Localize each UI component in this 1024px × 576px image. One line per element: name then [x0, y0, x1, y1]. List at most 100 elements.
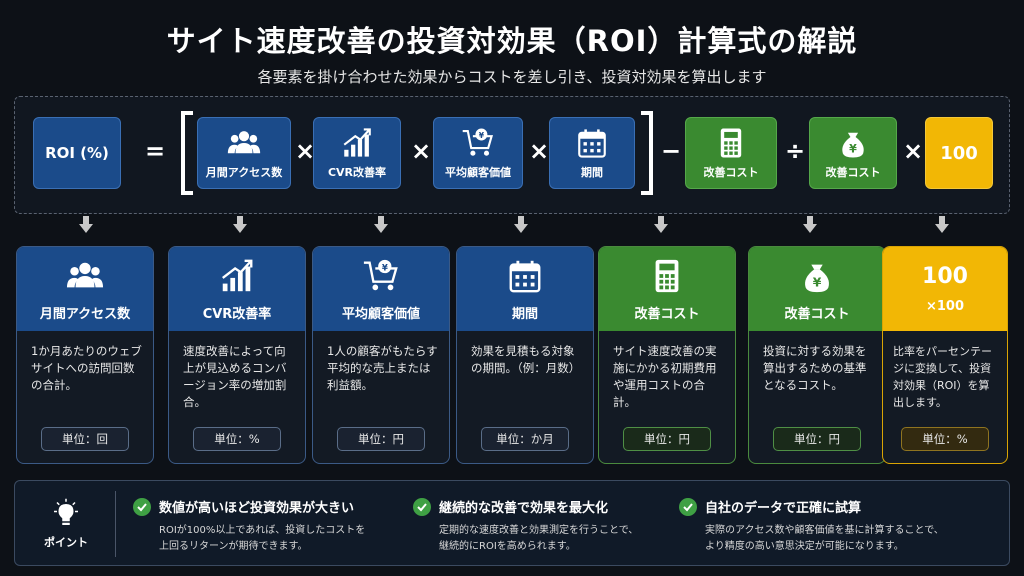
card-description: 1人の顧客がもたらす平均的な売上または利益額。 [327, 344, 438, 392]
users-icon [66, 262, 104, 287]
card-title: 改善コスト [634, 306, 700, 322]
divider [115, 491, 116, 557]
card-subtitle: ×100 [925, 299, 965, 314]
calculator-icon [655, 259, 679, 292]
roi-box: ROI (%) [33, 117, 121, 189]
points-label: ポイント [44, 536, 88, 549]
card-title: 月間アクセス数 [39, 306, 131, 322]
card-title: 改善コスト [784, 306, 850, 322]
formula-label: 改善コスト [825, 166, 881, 179]
point-item: 自社のデータで正確に試算 実際のアクセス数や顧客価値を基に計算することで、より精… [679, 497, 944, 555]
times-sign: × [529, 137, 550, 165]
point-title: 数値が高いほど投資効果が大きい [159, 501, 355, 516]
unit-badge: 単位：円 [623, 427, 711, 451]
users-icon [227, 131, 261, 154]
svg-text:¥: ¥ [382, 263, 388, 273]
card-description: 効果を見積もる対象の期間。（例：月数） [471, 344, 581, 375]
equals-sign: = [145, 137, 166, 165]
calculator-icon [720, 128, 742, 158]
card-header: 改善コスト [599, 247, 735, 331]
points-label-block: ポイント [29, 493, 103, 555]
down-arrow-icon [79, 216, 93, 233]
svg-text:¥: ¥ [849, 142, 857, 155]
down-arrow-icon [803, 216, 817, 233]
left-bracket [181, 111, 193, 195]
card-header: CVR改善率 [169, 247, 305, 331]
cart-yen-icon: ¥ [363, 259, 398, 290]
card-title: CVR改善率 [202, 306, 272, 322]
check-icon [133, 497, 151, 516]
card-monthly-access: 月間アクセス数 1か月あたりのウェブサイトへの訪問回数の合計。 単位：回 [16, 246, 154, 464]
card-header: ¥ 平均顧客価値 [313, 247, 449, 331]
calendar-icon [509, 260, 541, 292]
check-icon [679, 497, 697, 516]
roi-label: ROI (%) [45, 144, 109, 162]
calendar-icon [578, 129, 606, 158]
down-arrow-icon [514, 216, 528, 233]
card-header: 期間 [457, 247, 593, 331]
formula-label: 改善コスト [703, 166, 759, 179]
card-hundred: 100 ×100 比率をパーセンテージに変換して、投資対効果（ROI）を算出しま… [882, 246, 1008, 464]
lightbulb-icon [54, 498, 78, 525]
svg-text:¥: ¥ [813, 275, 822, 289]
card-header: ¥ 改善コスト [749, 247, 885, 331]
card-customer-value: ¥ 平均顧客価値 1人の顧客がもたらす平均的な売上または利益額。 単位：円 [312, 246, 450, 464]
page-title: サイト速度改善の投資対効果（ROI）計算式の解説 [166, 24, 858, 58]
bar-chart-icon [222, 259, 253, 291]
formula-label: CVR改善率 [327, 166, 387, 179]
card-header: 月間アクセス数 [17, 247, 153, 331]
unit-badge: 単位：円 [773, 427, 861, 451]
formula-hundred: 100 [925, 117, 993, 189]
formula-cvr: CVR改善率 [313, 117, 401, 189]
cart-yen-icon: ¥ [462, 128, 494, 156]
card-header: 100 ×100 [883, 247, 1007, 331]
card-title: 100 [922, 264, 968, 289]
point-desc-line: ROIが100%以上であれば、投資したコストを [159, 525, 366, 536]
card-title: 平均顧客価値 [341, 306, 420, 322]
point-desc-line: より精度の高い意思決定が可能になります。 [705, 541, 904, 552]
unit-badge: 単位：円 [337, 427, 425, 451]
point-desc-line: 継続的にROIを高められます。 [439, 541, 576, 552]
formula-label: 期間 [581, 166, 603, 179]
point-desc-line: 定期的な速度改善と効果測定を行うことで、 [439, 525, 639, 536]
card-description: サイト速度改善の実施にかかる初期費用や運用コストの合計。 [613, 344, 717, 409]
svg-text:¥: ¥ [479, 131, 485, 140]
formula-period: 期間 [549, 117, 635, 189]
times-sign: × [903, 137, 924, 165]
down-arrow-icon [374, 216, 388, 233]
minus-sign: − [661, 137, 682, 165]
money-bag-icon: ¥ [842, 132, 864, 158]
card-description: 速度改善によって向上が見込めるコンバージョン率の増加割合。 [183, 344, 287, 409]
divide-sign: ÷ [785, 137, 806, 165]
point-title: 自社のデータで正確に試算 [705, 501, 862, 516]
check-icon [413, 497, 431, 516]
card-cost-1: 改善コスト サイト速度改善の実施にかかる初期費用や運用コストの合計。 単位：円 [598, 246, 736, 464]
page-subtitle: 各要素を掛け合わせた効果からコストを差し引き、投資対効果を算出します [257, 68, 767, 86]
times-sign: × [411, 137, 432, 165]
down-arrow-icon [654, 216, 668, 233]
formula-panel: ROI (%) = 月間アクセス数 × CVR改善率 × ¥ 平均顧客価値 × … [14, 96, 1010, 214]
formula-customer-value: ¥ 平均顧客価値 [433, 117, 523, 189]
money-bag-icon: ¥ [805, 264, 829, 292]
formula-cost-1: 改善コスト [685, 117, 777, 189]
unit-badge: 単位：% [193, 427, 281, 451]
formula-monthly-access: 月間アクセス数 [197, 117, 291, 189]
point-title: 継続的な改善で効果を最大化 [439, 501, 609, 516]
card-description: 1か月あたりのウェブサイトへの訪問回数の合計。 [31, 344, 142, 392]
right-bracket [641, 111, 653, 195]
point-item: 数値が高いほど投資効果が大きい ROIが100%以上であれば、投資したコストを上… [133, 497, 365, 555]
point-desc-line: 実際のアクセス数や顧客価値を基に計算することで、 [705, 525, 944, 536]
formula-cost-2: ¥ 改善コスト [809, 117, 897, 189]
points-panel: ポイント 数値が高いほど投資効果が大きい ROIが100%以上であれば、投資した… [14, 480, 1010, 566]
unit-badge: 単位：% [901, 427, 989, 451]
point-desc-line: 上回るリターンが期待できます。 [159, 541, 308, 552]
unit-badge: 単位：か月 [481, 427, 569, 451]
card-cvr: CVR改善率 速度改善によって向上が見込めるコンバージョン率の増加割合。 単位：… [168, 246, 306, 464]
formula-label: 月間アクセス数 [205, 166, 283, 179]
card-description: 投資に対する効果を算出するための基準となるコスト。 [763, 344, 867, 392]
times-sign: × [295, 137, 316, 165]
card-description: 比率をパーセンテージに変換して、投資対効果（ROI）を算出します。 [893, 345, 992, 409]
bar-chart-icon [343, 128, 371, 157]
down-arrow-icon [233, 216, 247, 233]
card-cost-2: ¥ 改善コスト 投資に対する効果を算出するための基準となるコスト。 単位：円 [748, 246, 886, 464]
